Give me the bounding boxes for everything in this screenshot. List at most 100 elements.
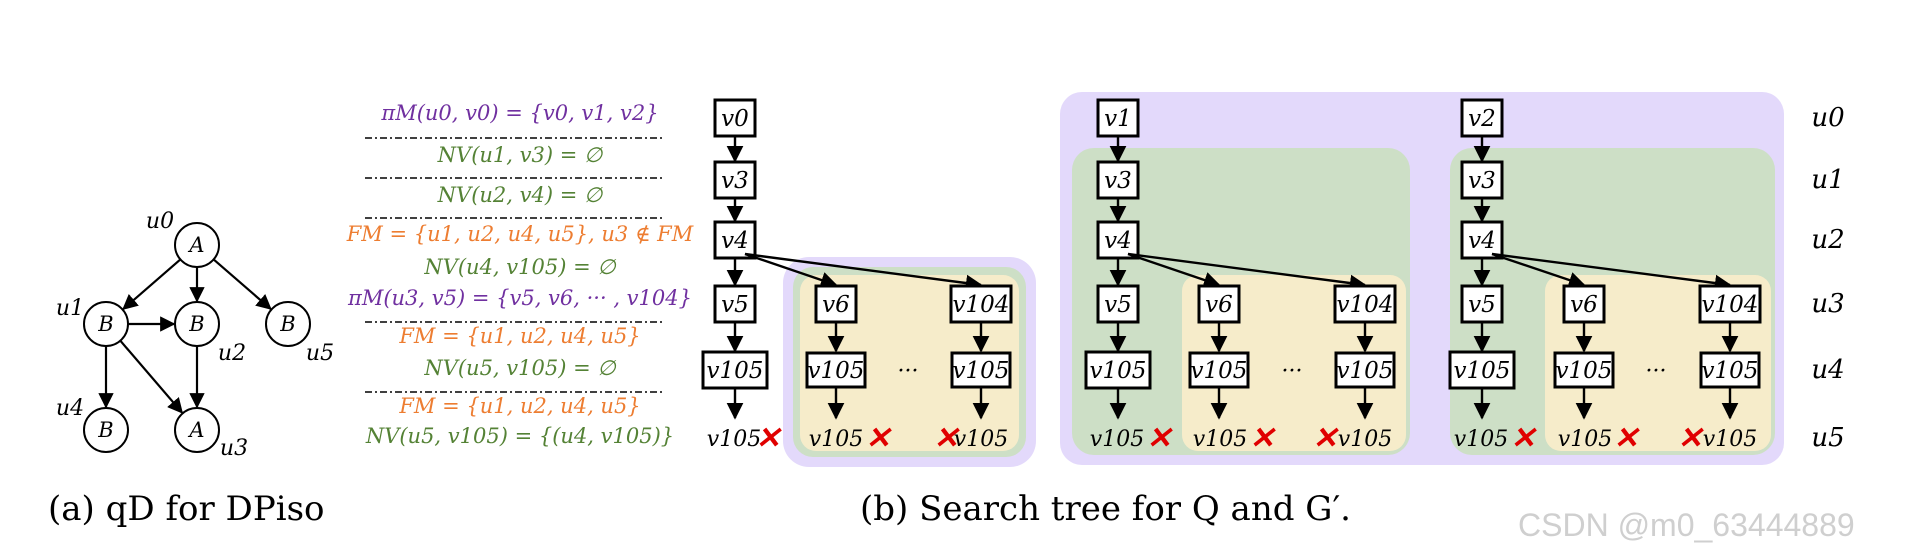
pruned-cross-icon: ✕ bbox=[1146, 421, 1173, 456]
tree-branch-mid-label: v105 bbox=[1556, 358, 1613, 384]
query-node-u2 bbox=[174, 301, 220, 347]
tree-branch-mid-label: v105 bbox=[1191, 358, 1248, 384]
tree-branch-edge bbox=[744, 252, 838, 289]
query-edge-u1-u3 bbox=[119, 339, 184, 414]
leaf-label: v105 bbox=[1338, 427, 1392, 452]
caption-b: (b) Search tree for Q and G′. bbox=[860, 489, 1351, 529]
leaf-label: v105 bbox=[1558, 427, 1612, 452]
tree-node-v2_chain-0 bbox=[1460, 98, 1504, 138]
leaf-label: v105 bbox=[1454, 427, 1508, 452]
tree-branch-top bbox=[1698, 284, 1762, 324]
level-label-u3: u3 bbox=[1811, 289, 1844, 319]
ellipsis-text: ··· bbox=[1282, 359, 1303, 384]
pruned-cross-icon: ✕ bbox=[865, 421, 892, 456]
tree-node-root_chain-4-label: v105 bbox=[707, 358, 764, 384]
tree-node-v1_chain-4-label: v105 bbox=[1090, 358, 1147, 384]
leaf-label: v105 bbox=[1703, 427, 1757, 452]
tree-node-v1_chain-1-label: v3 bbox=[1104, 168, 1132, 194]
annotation-line: NV(u2, v4) = ∅ bbox=[437, 183, 604, 207]
query-node-label: A bbox=[187, 418, 204, 442]
query-node-label: B bbox=[97, 312, 113, 336]
tree-branch-top-label: v6 bbox=[1205, 292, 1233, 318]
tree-node-v2_chain-3-label: v5 bbox=[1468, 292, 1496, 318]
query-node-name: u5 bbox=[306, 341, 334, 366]
tree-branch-top-label: v104 bbox=[953, 292, 1010, 318]
tree-node-v1_chain-2 bbox=[1096, 220, 1140, 260]
level-label-u2: u2 bbox=[1811, 225, 1844, 255]
tree-branch-top bbox=[1197, 284, 1241, 324]
annotation-line: FM = {u1, u2, u4, u5} bbox=[398, 324, 640, 348]
ellipsis-text: ··· bbox=[1646, 359, 1667, 384]
query-node-name: u1 bbox=[56, 296, 84, 321]
tree-branch-top-label: v6 bbox=[1570, 292, 1598, 318]
tree-node-v2_chain-2 bbox=[1460, 220, 1504, 260]
tree-node-v1_chain-2-label: v4 bbox=[1104, 228, 1132, 254]
tree-branch-mid-label: v105 bbox=[953, 358, 1010, 384]
tree-node-root_chain-1 bbox=[713, 160, 757, 200]
query-edge-u0-u1 bbox=[122, 258, 182, 310]
query-node-name: u0 bbox=[146, 209, 174, 234]
tree-node-root_chain-3-label: v5 bbox=[721, 292, 749, 318]
query-node-u4 bbox=[83, 407, 129, 453]
tree-branch-top-label: v6 bbox=[822, 292, 850, 318]
level-label-u0: u0 bbox=[1811, 103, 1844, 133]
tree-branch-mid bbox=[1188, 351, 1250, 389]
tree-branch-mid-label: v105 bbox=[1702, 358, 1759, 384]
annotation-line: πM(u3, v5) = {v5, v6, ··· , v104} bbox=[347, 286, 692, 310]
tree-branch-top-label: v104 bbox=[1337, 292, 1394, 318]
query-node-name: u3 bbox=[220, 436, 248, 461]
pruned-cross-icon: ✕ bbox=[755, 421, 782, 456]
tree-branch-edge bbox=[744, 252, 983, 292]
query-node-label: B bbox=[97, 418, 113, 442]
tree-node-v2_chain-2-label: v4 bbox=[1468, 228, 1496, 254]
leaf-label: v105 bbox=[707, 427, 761, 452]
query-node-label: B bbox=[188, 312, 204, 336]
pruned-cross-icon: ✕ bbox=[1312, 421, 1339, 456]
annotation-line: FM = {u1, u2, u4, u5} bbox=[398, 394, 640, 418]
tree-branch-edge bbox=[1127, 252, 1221, 289]
pruned-cross-icon: ✕ bbox=[1613, 421, 1640, 456]
tree-node-root_chain-0-label: v0 bbox=[721, 106, 749, 132]
tree-node-v1_chain-3-label: v5 bbox=[1104, 292, 1132, 318]
query-node-u3 bbox=[174, 407, 220, 453]
tree-branch-mid bbox=[950, 351, 1012, 389]
tree-branch-mid-label: v105 bbox=[808, 358, 865, 384]
leaf-label: v105 bbox=[809, 427, 863, 452]
annotation-line: NV(u1, v3) = ∅ bbox=[437, 143, 604, 167]
tree-node-v1_chain-4 bbox=[1084, 350, 1152, 390]
query-node-u1 bbox=[83, 301, 129, 347]
annotation-line: NV(u5, v105) = {(u4, v105)} bbox=[365, 424, 674, 448]
annotation-line: NV(u5, v105) = ∅ bbox=[423, 356, 617, 380]
tree-node-root_chain-1-label: v3 bbox=[721, 168, 749, 194]
tree-branch-edge bbox=[1491, 252, 1586, 289]
watermark-text: CSDN @m0_63444889 bbox=[1518, 507, 1855, 543]
pruned-cross-icon: ✕ bbox=[1249, 421, 1276, 456]
pruned-cross-icon: ✕ bbox=[1677, 421, 1704, 456]
leaf-label: v105 bbox=[1193, 427, 1247, 452]
annotation-line: FM = {u1, u2, u4, u5}, u3 ∉ FM bbox=[346, 222, 694, 246]
level-label-u4: u4 bbox=[1811, 355, 1844, 385]
tree-branch-mid-label: v105 bbox=[1337, 358, 1394, 384]
query-node-name: u2 bbox=[218, 341, 246, 366]
query-node-u0 bbox=[174, 222, 220, 268]
tree-branch-edge bbox=[1127, 252, 1367, 292]
annotation-line: NV(u4, v105) = ∅ bbox=[423, 255, 617, 279]
query-node-label: B bbox=[279, 312, 295, 336]
pruned-cross-icon: ✕ bbox=[1510, 421, 1537, 456]
tree-node-v2_chain-4-label: v105 bbox=[1454, 358, 1511, 384]
tree-branch-edge bbox=[1491, 252, 1732, 292]
tree-node-root_chain-2-label: v4 bbox=[721, 228, 749, 254]
tree-branch-top-label: v104 bbox=[1702, 292, 1759, 318]
tree-node-v2_chain-0-label: v2 bbox=[1468, 106, 1496, 132]
query-node-u5 bbox=[265, 301, 311, 347]
level-label-u1: u1 bbox=[1811, 165, 1844, 195]
tree-branch-mid bbox=[805, 351, 867, 389]
annotation-line: πM(u0, v0) = {v0, v1, v2} bbox=[380, 101, 658, 125]
ellipsis-text: ··· bbox=[898, 359, 919, 384]
leaf-label: v105 bbox=[954, 427, 1008, 452]
leaf-label: v105 bbox=[1090, 427, 1144, 452]
caption-a: (a) qD for DPiso bbox=[48, 489, 324, 529]
level-label-u5: u5 bbox=[1811, 423, 1844, 453]
tree-node-v2_chain-1-label: v3 bbox=[1468, 168, 1496, 194]
